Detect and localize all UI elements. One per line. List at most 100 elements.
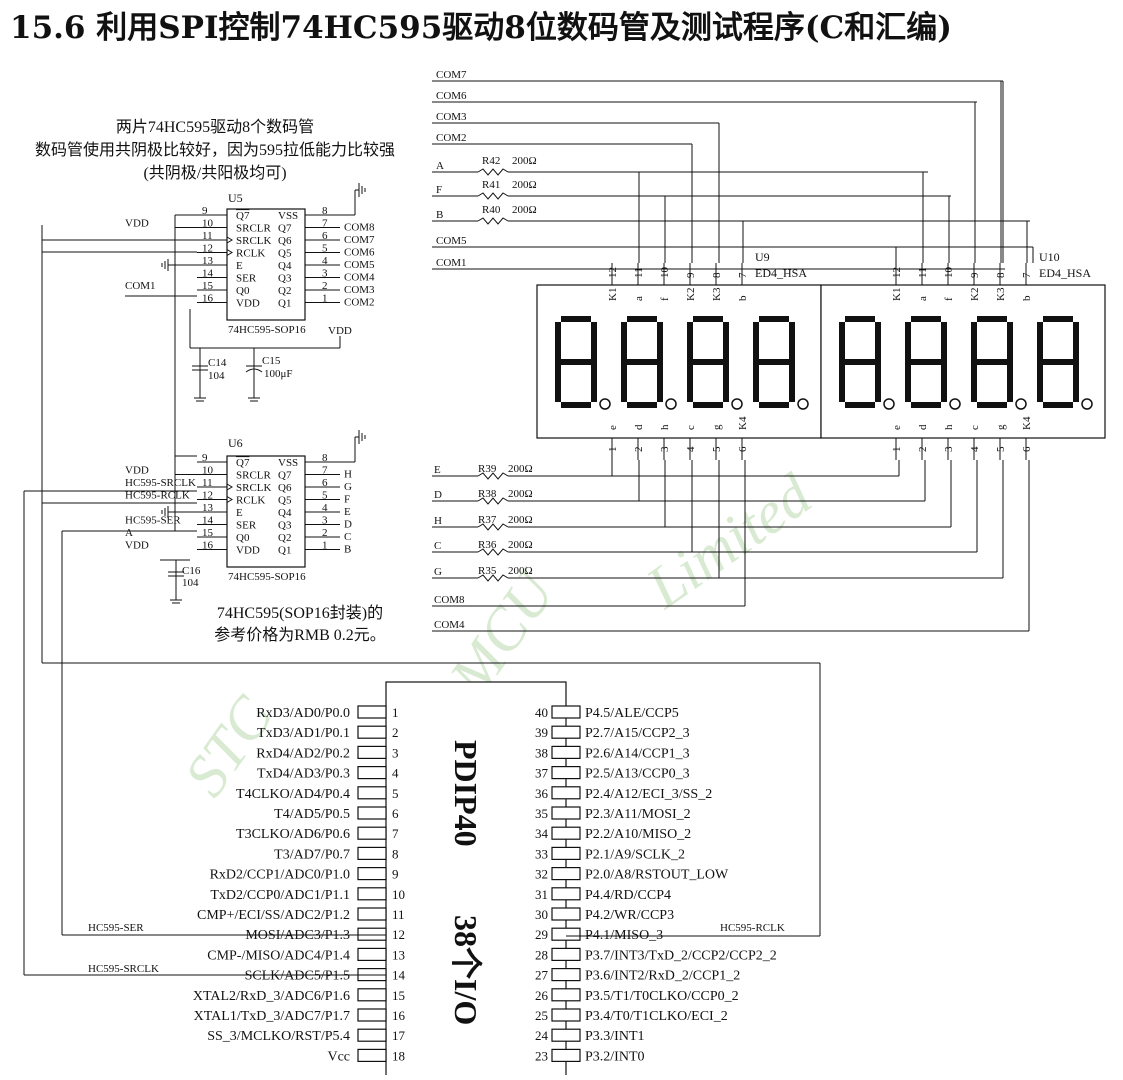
mcu-right-pin [551, 947, 581, 962]
digit-segment [845, 359, 875, 365]
mcu-left-pin-name: TxD3/AD1/P0.1 [257, 726, 350, 741]
u6-pin-name: SER [236, 520, 257, 532]
display-bottom-pin-name: c [969, 425, 981, 430]
mcu-left-pin [357, 806, 387, 820]
bottom-res-val: 200Ω [508, 539, 533, 551]
top-net-label: COM7 [436, 69, 467, 81]
digit-segment [753, 322, 759, 362]
mcu-left-pin-num: 15 [392, 988, 405, 1003]
spi-bus [23, 225, 821, 976]
u5-pin-name: Q0 [236, 285, 250, 297]
digit-segment [789, 322, 795, 362]
display-top-pin-name: K2 [685, 288, 697, 301]
u5-pin-num: 13 [202, 255, 214, 267]
mcu-left-pin-name: T4CLKO/AD4/P0.4 [236, 787, 350, 802]
mcu-left-pin [357, 745, 387, 760]
mcu-left-pin [357, 846, 387, 861]
digit-segment [941, 362, 947, 402]
display-ref: U10 [1039, 250, 1060, 264]
mcu-left-pin [357, 927, 387, 941]
digit-segment [1007, 362, 1013, 402]
u5-pin-num: 9 [202, 205, 208, 217]
u6-pin-num: 1 [322, 540, 328, 552]
u5-net-label: COM6 [344, 247, 375, 259]
digit-segment [845, 402, 875, 408]
vdd-label-u5: VDD [328, 325, 352, 337]
u6-clk-marker [226, 483, 233, 491]
display-top-pin-num: 8 [711, 272, 723, 278]
u6-pin-name: Q0 [236, 532, 250, 544]
digit-segment [759, 316, 789, 322]
u6-pin-num: 14 [202, 515, 214, 527]
mcu-right-pin-name: P2.3/A11/MOSI_2 [585, 807, 691, 822]
display-top-pin-num: 7 [737, 272, 749, 278]
u5-clk-marker [226, 236, 233, 244]
digit-dp [665, 398, 677, 410]
mcu-left-pin [357, 765, 387, 780]
u5-pin-num: 7 [322, 218, 328, 230]
digit-segment [839, 362, 845, 402]
u6-net-label: VDD [125, 540, 149, 552]
mcu-left-pin [357, 887, 387, 901]
mcu-right-pin [551, 1048, 581, 1063]
mcu-left-pin-name: SCLK/ADC5/P1.5 [245, 969, 350, 984]
mcu-right-pin-name: P2.5/A13/CCP0_3 [585, 767, 690, 782]
bottom-res-val: 200Ω [508, 514, 533, 526]
u6-net-label: B [344, 544, 351, 556]
u6-pin-num: 7 [322, 465, 328, 477]
top-res-val: 200Ω [512, 179, 537, 191]
c14-val: 104 [208, 370, 225, 382]
digit-segment [1073, 322, 1079, 362]
mcu-left-pin-num: 18 [392, 1048, 405, 1063]
u5-net-label: COM8 [344, 222, 375, 234]
digit-segment [977, 402, 1007, 408]
c16-val: 104 [182, 577, 199, 589]
mcu-left-pin [357, 907, 387, 921]
digit-dp [599, 398, 611, 410]
c15-val: 100μF [264, 368, 293, 380]
digit-segment [657, 322, 663, 362]
power-network [160, 309, 341, 604]
mcu-right-pin-num: 25 [535, 1008, 548, 1023]
u6-pin-name: Q6 [278, 482, 292, 494]
display-part: ED4_HSA [755, 266, 807, 280]
u5-pin-name: Q7 [236, 210, 250, 222]
mcu-srclk-label: HC595-SRCLK [88, 963, 159, 975]
u6-pin-name: Q3 [278, 520, 292, 532]
top-res-val: 200Ω [512, 155, 537, 167]
mcu-left-pin-name: TxD2/CCP0/ADC1/P1.1 [210, 888, 350, 903]
u5-pin-num: 16 [202, 293, 214, 305]
display-part: ED4_HSA [1039, 266, 1091, 280]
display-top-pin-name: K1 [891, 288, 903, 301]
mcu-right-pin-name: P3.2/INT0 [585, 1049, 645, 1064]
top-net-label: F [436, 184, 442, 196]
mcu-left-pin-name: TxD4/AD3/P0.3 [257, 767, 350, 782]
u6-pin-name: Q2 [278, 532, 291, 544]
mcu-left-pin-num: 11 [392, 907, 405, 922]
digit-segment [759, 402, 789, 408]
u5-pin-num: 2 [322, 280, 328, 292]
u6-pin-num: 8 [322, 452, 328, 464]
u5-pin-name: VDD [236, 298, 260, 310]
u6-pin-num: 10 [202, 465, 214, 477]
mcu-right-pin-num: 34 [535, 826, 549, 841]
digit-segment [723, 362, 729, 402]
u6-pin-num: 11 [202, 477, 213, 489]
u6-pin-name: Q7 [236, 457, 250, 469]
u5-pin-num: 12 [202, 243, 213, 255]
mcu-right-pin [551, 765, 581, 780]
mcu-right-pin-num: 33 [535, 846, 548, 861]
note-line-2: 数码管使用共阴极比较好，因为595拉低能力比较强 [35, 141, 395, 159]
top-net-label: COM2 [436, 132, 467, 144]
bottom-resistor [477, 497, 509, 505]
mcu-right-pin-name: P4.4/RD/CCP4 [585, 888, 671, 903]
mcu-left-pin-num: 13 [392, 947, 405, 962]
mcu-ser-label: HC595-SER [88, 922, 144, 934]
digit-segment [555, 362, 561, 402]
mcu-left-pin-num: 8 [392, 846, 399, 861]
display-bottom-pin-num: 4 [685, 446, 697, 452]
mcu-left-pin-num: 1 [392, 705, 399, 720]
mcu-right-pin [551, 826, 581, 840]
